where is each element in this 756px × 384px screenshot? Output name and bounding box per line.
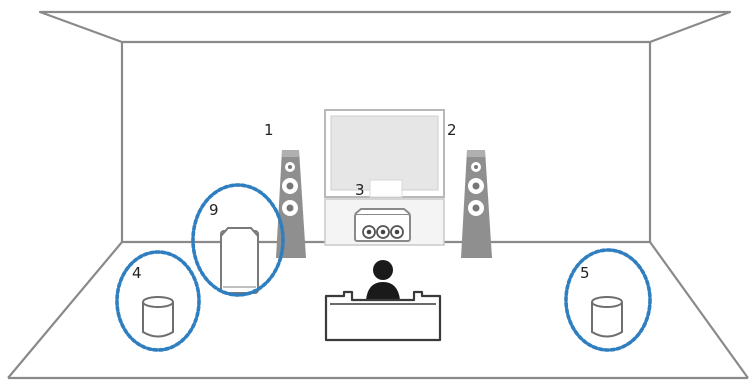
viewer-on-sofa (326, 260, 440, 340)
front-left-woofer1-dot (287, 183, 294, 190)
front-right-tweeter-dot (474, 165, 478, 169)
tv-screen (325, 110, 444, 197)
viewer-head (373, 260, 393, 280)
surround-right-speaker (592, 297, 622, 337)
front-left-woofer2-dot (287, 205, 294, 212)
center-driver-left-dot (367, 230, 372, 235)
surround-left-top (143, 297, 173, 307)
label-surround-left: 4 (132, 264, 142, 282)
center-speaker-top (355, 209, 410, 214)
label-front-right: 2 (447, 121, 457, 139)
label-center: 3 (355, 181, 365, 199)
front-left-cap (282, 150, 299, 157)
surround-left-speaker (143, 297, 173, 337)
front-right-woofer2-dot (473, 205, 480, 212)
sofa (326, 292, 440, 340)
front-left-tweeter-dot (288, 165, 292, 169)
center-speaker (355, 209, 410, 241)
tv-stand (370, 180, 402, 197)
tv-display (331, 116, 438, 190)
ceiling-line (40, 12, 730, 42)
label-surround-right: 5 (580, 264, 590, 282)
surround-right-top (592, 297, 622, 307)
front-right-speaker (461, 150, 492, 258)
label-subwoofer: 9 (209, 201, 219, 219)
floor-left-edge (8, 242, 122, 378)
center-driver-middle-dot (381, 230, 386, 235)
front-right-woofer1-dot (473, 183, 480, 190)
center-driver-right-dot (395, 230, 400, 235)
viewer-torso (366, 282, 400, 300)
subwoofer-top (221, 228, 258, 236)
front-right-cap (467, 150, 485, 157)
front-left-speaker (276, 150, 306, 258)
floor-right-edge (650, 242, 748, 378)
label-front-left: 1 (264, 121, 274, 139)
subwoofer-body (221, 231, 258, 293)
subwoofer (221, 228, 258, 293)
